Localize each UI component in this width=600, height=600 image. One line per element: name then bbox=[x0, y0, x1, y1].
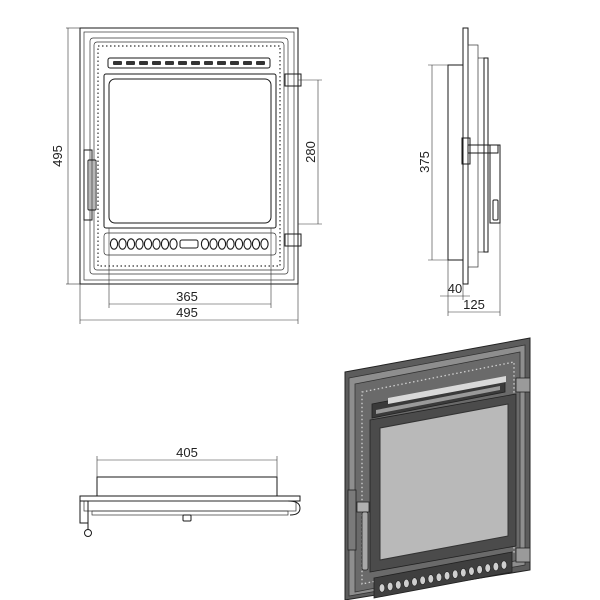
perspective-glass bbox=[379, 403, 509, 561]
air-hole bbox=[135, 238, 144, 250]
side-height-label: 375 bbox=[417, 151, 432, 173]
vent-slot bbox=[230, 61, 239, 65]
side-frame-plate bbox=[462, 27, 469, 285]
air-hole bbox=[387, 581, 394, 591]
front-view: 495 280 365 495 bbox=[50, 27, 322, 324]
top-width-label: 405 bbox=[176, 445, 198, 460]
air-hole bbox=[169, 238, 178, 250]
air-hole bbox=[419, 575, 426, 585]
air-hole bbox=[452, 569, 459, 579]
perspective-hinge-top bbox=[515, 377, 531, 393]
air-hole bbox=[217, 238, 227, 250]
vent-slot bbox=[217, 61, 226, 65]
vent-slot bbox=[178, 61, 187, 65]
glass-height-label: 280 bbox=[303, 141, 318, 163]
front-air-regulator bbox=[179, 239, 199, 249]
air-hole bbox=[109, 238, 119, 250]
front-width-label: 495 bbox=[176, 305, 198, 320]
front-height-label: 495 bbox=[50, 145, 65, 167]
air-hole bbox=[395, 580, 402, 590]
top-hinge bbox=[287, 500, 301, 516]
front-glass-frame bbox=[103, 73, 277, 229]
air-hole bbox=[460, 568, 467, 578]
perspective-air-holes bbox=[378, 560, 508, 593]
air-hole bbox=[468, 566, 475, 576]
air-hole bbox=[200, 238, 210, 250]
air-hole bbox=[260, 238, 269, 250]
air-hole bbox=[378, 583, 386, 593]
air-hole bbox=[476, 565, 483, 575]
air-hole bbox=[209, 238, 218, 250]
front-handle bbox=[83, 149, 93, 221]
air-hole bbox=[143, 238, 153, 250]
side-depth-total-label: 125 bbox=[463, 297, 485, 312]
top-view: 405 bbox=[79, 445, 301, 537]
side-depth-small-label: 40 bbox=[448, 281, 462, 296]
front-beaded-border bbox=[97, 45, 281, 267]
vent-slot bbox=[126, 61, 135, 65]
top-firebox bbox=[96, 476, 278, 497]
air-hole bbox=[234, 238, 244, 250]
front-glass bbox=[108, 78, 272, 224]
vent-slot bbox=[204, 61, 213, 65]
perspective-hinge-bottom bbox=[515, 547, 531, 563]
air-hole bbox=[484, 563, 491, 573]
front-hinge-bottom bbox=[284, 233, 302, 247]
air-hole bbox=[403, 578, 410, 588]
side-handle-grip bbox=[489, 144, 501, 224]
vent-slot bbox=[139, 61, 148, 65]
air-hole bbox=[243, 238, 252, 250]
air-hole bbox=[427, 574, 434, 584]
air-hole bbox=[435, 572, 443, 582]
vent-slot bbox=[152, 61, 161, 65]
side-handle-arm bbox=[467, 144, 499, 154]
air-hole bbox=[226, 238, 235, 250]
glass-width-label: 365 bbox=[176, 289, 198, 304]
vent-slot bbox=[165, 61, 174, 65]
air-hole bbox=[411, 577, 418, 587]
air-hole bbox=[160, 238, 170, 250]
perspective-handle bbox=[347, 489, 357, 551]
top-front-plate bbox=[79, 495, 301, 502]
vent-slot bbox=[256, 61, 265, 65]
air-hole bbox=[500, 560, 508, 570]
air-hole bbox=[126, 238, 136, 250]
perspective-view bbox=[344, 337, 531, 600]
side-firebox-insert bbox=[447, 64, 464, 261]
air-hole bbox=[152, 238, 161, 250]
air-hole bbox=[118, 238, 127, 250]
vent-slot bbox=[243, 61, 252, 65]
front-top-vent-slots bbox=[113, 61, 265, 65]
air-hole bbox=[251, 238, 261, 250]
vent-slot bbox=[191, 61, 200, 65]
front-outer-frame bbox=[79, 27, 299, 285]
vent-slot bbox=[113, 61, 122, 65]
air-hole bbox=[492, 562, 499, 572]
air-hole bbox=[443, 571, 451, 581]
side-view: 375 40 125 bbox=[417, 27, 501, 316]
front-air-holes bbox=[109, 238, 269, 250]
front-top-vent bbox=[107, 57, 271, 69]
